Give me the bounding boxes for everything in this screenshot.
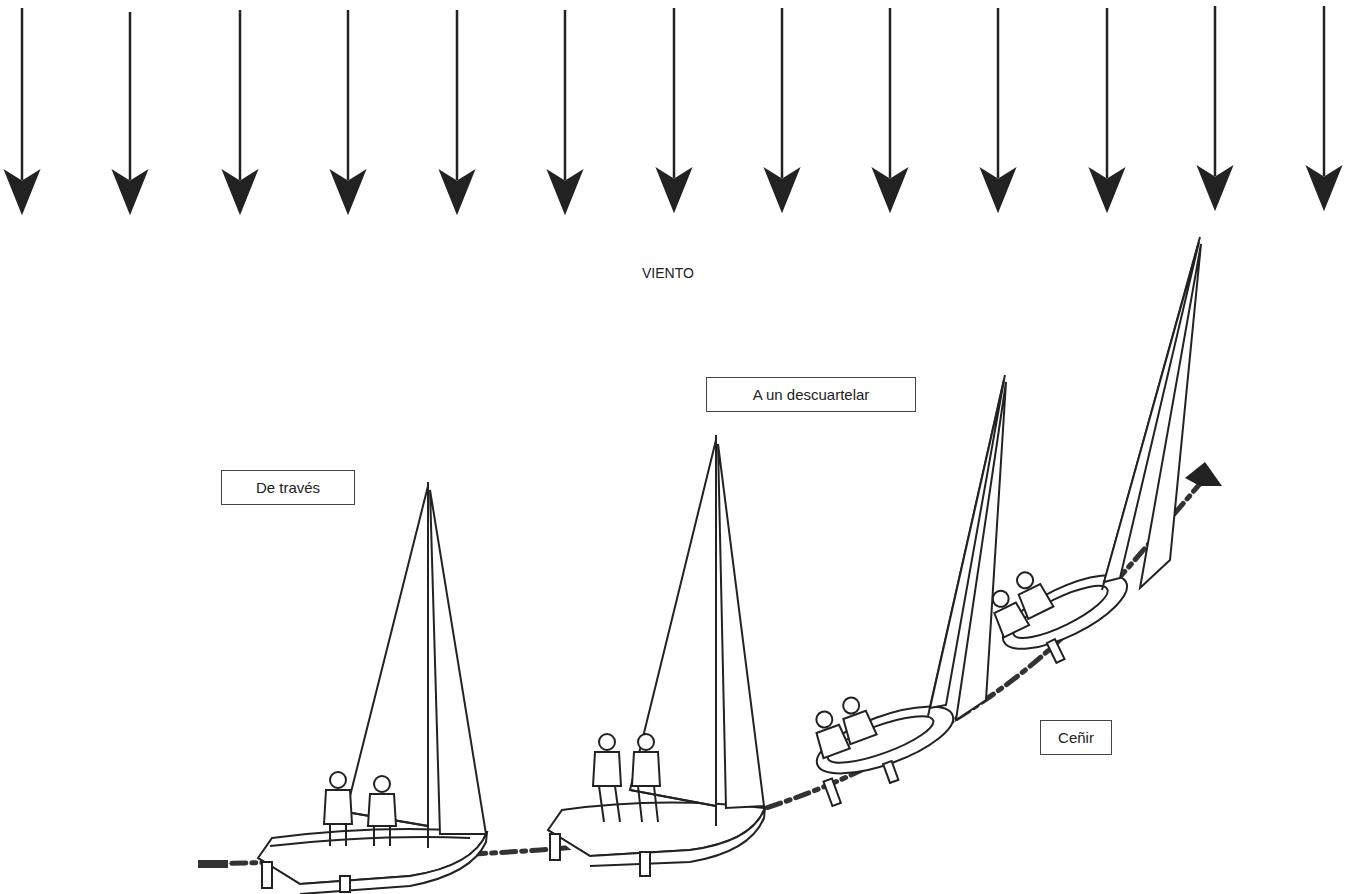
box-text: A un descuartelar [723,386,899,403]
wind-arrow [224,10,256,212]
wind-arrow [766,8,798,210]
wake-start [198,860,228,868]
wind-arrow [6,8,38,212]
wind-arrow [874,8,906,210]
wind-label: VIENTO [642,265,694,281]
wind-arrow [1091,8,1123,210]
sailboat [548,435,765,876]
wind-arrow [658,8,690,210]
sailboat [258,482,487,894]
label-box: De través [221,470,355,505]
box-text: Ceñir [1057,729,1095,746]
crew-member [808,707,849,758]
wind-arrows [6,6,1340,212]
label-box: Ceñir [1040,720,1112,755]
label-box: A un descuartelar [706,377,916,412]
wind-arrow [982,8,1014,210]
wind-arrow [114,12,146,212]
crew-member [1009,567,1053,619]
box-text: De través [238,479,338,496]
wind-arrow [1199,6,1231,208]
sailboat [980,237,1201,680]
wind-arrow [441,10,473,212]
sailboat [800,375,1006,806]
crew-member [324,772,352,846]
wind-arrow [549,10,581,212]
crew-member [368,776,396,846]
wind-arrow [1308,6,1340,208]
crew-member [593,734,621,822]
crew-member [835,693,876,744]
crew-member [632,734,660,822]
boat-bow-wave [1185,462,1222,486]
wind-arrow [332,10,364,212]
